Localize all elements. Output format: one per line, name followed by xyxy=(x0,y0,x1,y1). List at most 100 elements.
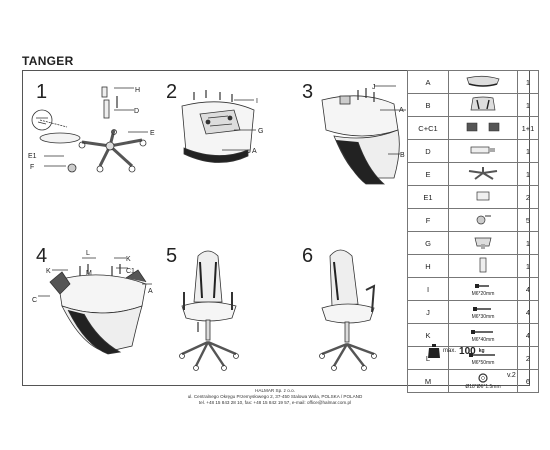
document-title: TANGER xyxy=(22,54,74,68)
step4-label-k-right: K xyxy=(126,256,131,263)
part-letter: C+C1 xyxy=(407,116,449,140)
step2-label-g: G xyxy=(258,128,263,135)
step4-label-a: A xyxy=(148,288,153,295)
step-number-5: 5 xyxy=(166,245,178,267)
part-letter: E xyxy=(407,162,449,186)
part-illustration: M6*40mm xyxy=(448,323,518,347)
part-quantity: 2 xyxy=(517,346,539,370)
step4-label-c1: C1 xyxy=(126,268,135,275)
part-quantity: 1 xyxy=(517,162,539,186)
max-load-label: max. xyxy=(443,348,457,354)
part-letter: E1 xyxy=(407,185,449,209)
footer-company: HALMAR Sp. z o.o. xyxy=(255,388,295,393)
part-size-label: Ø18*Ø6*1.5mm xyxy=(465,383,501,390)
part-illustration xyxy=(448,231,518,255)
part-illustration xyxy=(448,208,518,232)
step4-label-m: M xyxy=(86,270,92,277)
part-size-label: M6*20mm xyxy=(471,290,495,297)
part-illustration xyxy=(448,139,518,163)
weight-icon xyxy=(428,344,440,358)
part-quantity: 2 xyxy=(517,185,539,209)
step-number-1: 1 xyxy=(36,81,48,103)
part-size-label: M6*50mm xyxy=(471,359,495,366)
part-f-icon xyxy=(463,215,503,228)
part-quantity: 4 xyxy=(517,277,539,301)
part-row: E1 2 xyxy=(407,185,539,209)
step4-label-k-left: K xyxy=(46,268,51,275)
part-quantity: 1 xyxy=(517,139,539,163)
max-load-unit: kg xyxy=(478,348,485,354)
part-letter: G xyxy=(407,231,449,255)
part-a-icon xyxy=(463,75,503,90)
step-3-drawing xyxy=(321,85,406,185)
step3-label-b: B xyxy=(400,152,405,159)
step-5-drawing xyxy=(179,250,239,371)
part-illustration xyxy=(448,185,518,209)
step1-label-e: E xyxy=(150,130,155,137)
step1-label-f: F xyxy=(30,164,34,171)
part-letter: D xyxy=(407,139,449,163)
part-quantity: 6 xyxy=(517,369,539,393)
part-row: J M6*30mm 4 xyxy=(407,300,539,324)
step-number-4: 4 xyxy=(36,245,48,267)
part-g-icon xyxy=(463,237,503,252)
part-quantity: 1+1 xyxy=(517,116,539,140)
part-d-icon xyxy=(463,146,503,158)
part-illustration xyxy=(448,93,518,117)
step-6-drawing xyxy=(319,249,377,371)
part-m-icon xyxy=(463,372,503,385)
assembly-svg: H D E E1 F I G A J A B xyxy=(28,84,406,371)
step2-label-i: I xyxy=(256,98,258,105)
part-quantity: 5 xyxy=(517,208,539,232)
part-letter: H xyxy=(407,254,449,278)
part-e-icon xyxy=(463,167,503,183)
part-row: I M6*20mm 4 xyxy=(407,277,539,301)
step3-label-a: A xyxy=(399,107,404,114)
part-b-icon xyxy=(463,96,503,114)
part-k-icon xyxy=(463,329,503,338)
step-1-drawing xyxy=(31,86,148,173)
step-4-drawing xyxy=(38,257,152,355)
step4-label-c: C xyxy=(32,297,37,304)
assembly-drawings: 1 2 3 4 5 6 H D E E1 F xyxy=(22,70,407,384)
step1-label-h: H xyxy=(135,87,140,94)
part-quantity: 4 xyxy=(517,323,539,347)
part-illustration: Ø18*Ø6*1.5mm xyxy=(448,369,518,393)
part-j-icon xyxy=(463,306,503,315)
part-quantity: 4 xyxy=(517,300,539,324)
step-number-3: 3 xyxy=(302,81,314,103)
part-c-c1-icon xyxy=(463,122,503,136)
part-i-icon xyxy=(463,283,503,292)
part-l-icon xyxy=(463,352,503,361)
step-number-2: 2 xyxy=(166,81,178,103)
part-illustration xyxy=(448,162,518,186)
footer-address: ul. Centralnego Okręgu Przemysłowego 2, … xyxy=(187,394,363,399)
part-illustration: M6*30mm xyxy=(448,300,518,324)
version-label: v.2 xyxy=(507,372,516,379)
part-size-label: M6*40mm xyxy=(471,336,495,343)
part-letter: I xyxy=(407,277,449,301)
step4-label-l: L xyxy=(86,250,90,257)
part-letter: F xyxy=(407,208,449,232)
step1-label-d: D xyxy=(134,108,139,115)
part-letter: B xyxy=(407,93,449,117)
part-quantity: 1 xyxy=(517,254,539,278)
step1-label-e1: E1 xyxy=(28,153,37,160)
part-size-label: M6*30mm xyxy=(471,313,495,320)
part-illustration: M6*20mm xyxy=(448,277,518,301)
part-illustration xyxy=(448,116,518,140)
part-illustration xyxy=(448,254,518,278)
part-letter: A xyxy=(407,70,449,94)
step-number-6: 6 xyxy=(302,245,314,267)
max-load: max. 100 kg xyxy=(428,344,485,358)
part-letter: J xyxy=(407,300,449,324)
part-illustration xyxy=(448,70,518,94)
